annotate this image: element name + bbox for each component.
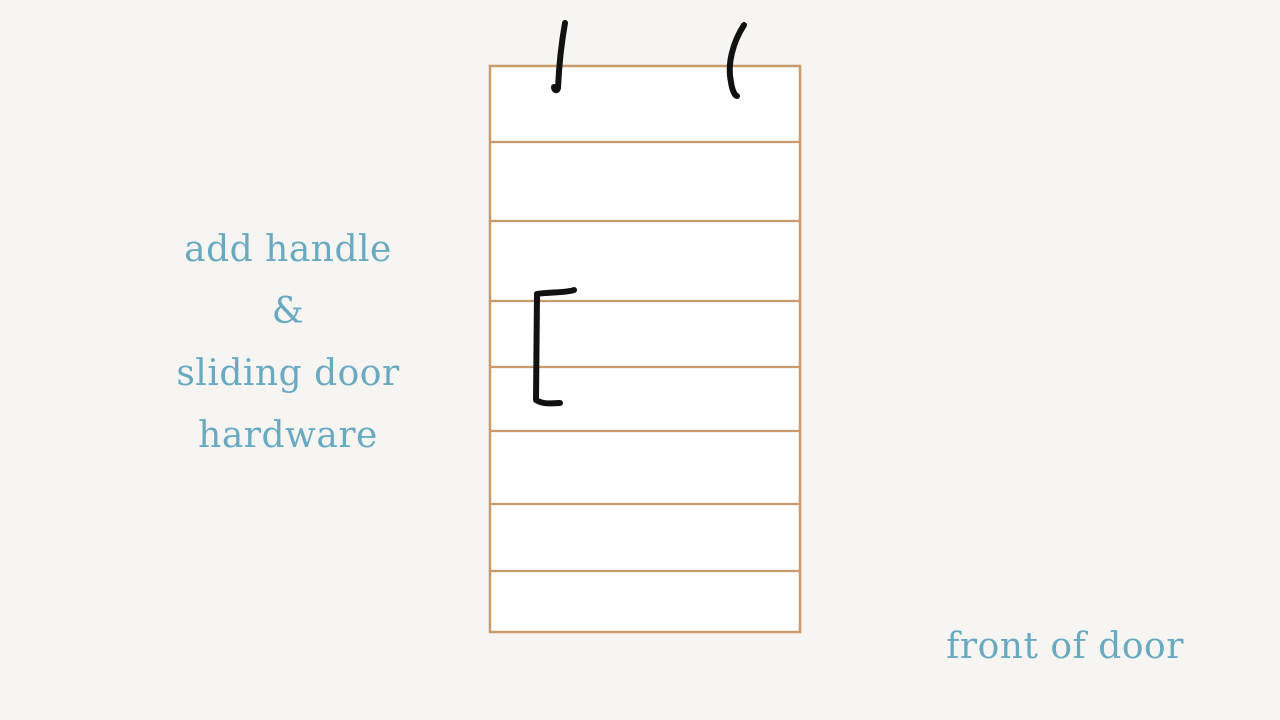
view-label: front of door (946, 626, 1184, 667)
door-panel (488, 64, 802, 634)
instruction-line-3: sliding door (176, 353, 400, 394)
instruction-line-1: add handle (184, 229, 392, 270)
instruction-note: add handle & sliding door hardware (130, 219, 446, 467)
bracket-handle-icon (533, 287, 577, 407)
plank-seams (491, 140, 799, 573)
instruction-line-4: hardware (198, 415, 378, 456)
hanger-hook-icon (726, 22, 747, 99)
hanger-hook-icon (551, 20, 568, 94)
instruction-line-2: & (271, 291, 305, 332)
